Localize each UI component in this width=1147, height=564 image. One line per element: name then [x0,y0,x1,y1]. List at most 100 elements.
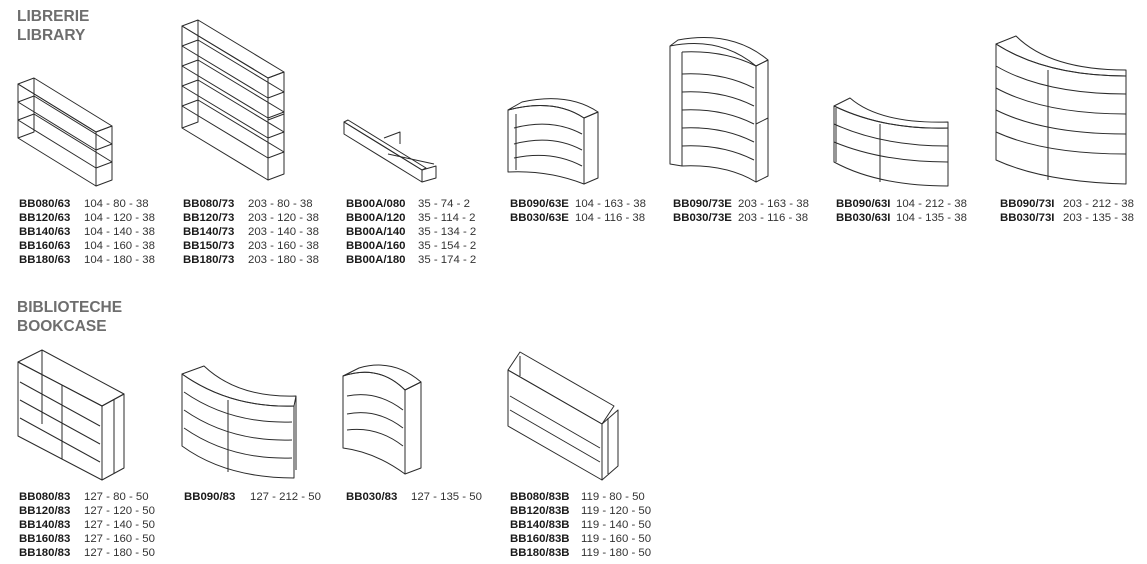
spec-row: BB120/73 203 - 120 - 38 [183,211,319,225]
product-dims: 203 - 160 - 38 [248,240,319,252]
product-code: BB120/73 [183,212,235,224]
product-code: BB180/83 [19,547,71,559]
product-dims: 104 - 180 - 38 [84,254,155,266]
product-dims: 203 - 120 - 38 [248,212,319,224]
spec-row: BB150/73 203 - 160 - 38 [183,239,319,253]
product-code: BB00A/120 [346,212,406,224]
product-dims: 127 - 212 - 50 [250,491,321,503]
product-code: BB140/83 [19,519,71,531]
shelf-panel-icon [343,118,440,188]
product-dims: 127 - 160 - 50 [84,533,155,545]
product-dims: 119 - 80 - 50 [581,491,645,503]
product-dims: 203 - 180 - 38 [248,254,319,266]
product-code: BB180/83B [510,547,570,559]
spec-row: BB160/83B 119 - 160 - 50 [510,532,651,546]
product-code: BB080/83 [19,491,71,503]
product-code: BB140/83B [510,519,570,531]
low-open-shelf-icon [17,77,118,188]
product-dims: 127 - 180 - 50 [84,547,155,559]
product-dims: 203 - 80 - 38 [248,198,313,210]
spec-row: BB120/83B 119 - 120 - 50 [510,504,651,518]
product-dims: 203 - 163 - 38 [738,198,809,210]
spec-row: BB00A/120 35 - 114 - 2 [346,211,476,225]
product-dims: 203 - 116 - 38 [738,212,809,224]
product-code: BB140/73 [183,226,235,238]
double-bookcase-icon [17,349,128,482]
product-code: BB120/83B [510,505,570,517]
curved-narrow-bookcase-icon [342,364,425,478]
product-code: BB080/63 [19,198,71,210]
product-code: BB090/63I [836,198,891,210]
product-dims: 104 - 120 - 38 [84,212,155,224]
product-dims: 104 - 140 - 38 [84,226,155,238]
product-dims: 203 - 212 - 38 [1063,198,1134,210]
product-dims: 104 - 135 - 38 [896,212,967,224]
tall-open-shelf-icon [181,19,288,182]
tall-curved-internal-shelf-icon [995,35,1130,186]
product-dims: 127 - 120 - 50 [84,505,155,517]
spec-row: BB030/63E 104 - 116 - 38 [510,211,646,225]
product-code: BB090/73I [1000,198,1055,210]
product-dims: 203 - 135 - 38 [1063,212,1134,224]
product-code: BB080/83B [510,491,570,503]
product-dims: 35 - 134 - 2 [418,226,477,238]
bookcase-specs-1: BB080/83 127 - 80 - 50 BB120/83 127 - 120 … [19,490,155,560]
low-curved-external-shelf-icon [507,98,600,188]
spec-row: BB120/83 127 - 120 - 50 [19,504,155,518]
product-code: BB090/73E [673,198,732,210]
spec-row: BB080/83B 119 - 80 - 50 [510,490,651,504]
spec-row: BB090/73I 203 - 212 - 38 [1000,197,1134,211]
product-code: BB120/83 [19,505,71,517]
spec-row: BB090/73E 203 - 163 - 38 [673,197,809,211]
spec-row: BB160/83 127 - 160 - 50 [19,532,155,546]
product-dims: 119 - 180 - 50 [581,547,652,559]
product-code: BB00A/180 [346,254,406,266]
bookcase-title-en: BOOKCASE [17,318,107,335]
product-code: BB030/63I [836,212,891,224]
product-dims: 119 - 120 - 50 [581,505,652,517]
product-dims: 119 - 160 - 50 [581,533,652,545]
spec-row: BB140/83B 119 - 140 - 50 [510,518,651,532]
product-code: BB180/73 [183,254,235,266]
product-code: BB160/83B [510,533,570,545]
product-code: BB00A/160 [346,240,406,252]
product-code: BB090/83 [184,491,236,503]
product-dims: 35 - 154 - 2 [418,240,477,252]
curved-wide-bookcase-icon [181,365,300,480]
product-dims: 127 - 80 - 50 [84,491,149,503]
product-code: BB160/83 [19,533,71,545]
product-dims: 104 - 116 - 38 [575,212,646,224]
product-code: BB030/73E [673,212,732,224]
library-section-heading: LIBRERIE LIBRARY [17,7,89,45]
spec-row: BB090/83 127 - 212 - 50 [184,490,321,504]
library-title-en: LIBRARY [17,27,86,44]
product-dims: 35 - 114 - 2 [418,212,476,224]
product-code: BB030/63E [510,212,569,224]
product-dims: 104 - 80 - 38 [84,198,149,210]
library-specs-5: BB090/73E 203 - 163 - 38 BB030/73E 203 - 1… [673,197,809,225]
product-dims: 119 - 140 - 50 [581,519,652,531]
bookcase-with-top-icon [507,351,622,482]
product-code: BB150/73 [183,240,235,252]
spec-row: BB080/63 104 - 80 - 38 [19,197,155,211]
bookcase-section-heading: BIBLIOTECHE BOOKCASE [17,298,122,336]
library-specs-2: BB080/73 203 - 80 - 38 BB120/73 203 - 120 … [183,197,319,267]
spec-row: BB080/73 203 - 80 - 38 [183,197,319,211]
product-code: BB090/63E [510,198,569,210]
product-code: BB160/63 [19,240,71,252]
product-code: BB080/73 [183,198,235,210]
